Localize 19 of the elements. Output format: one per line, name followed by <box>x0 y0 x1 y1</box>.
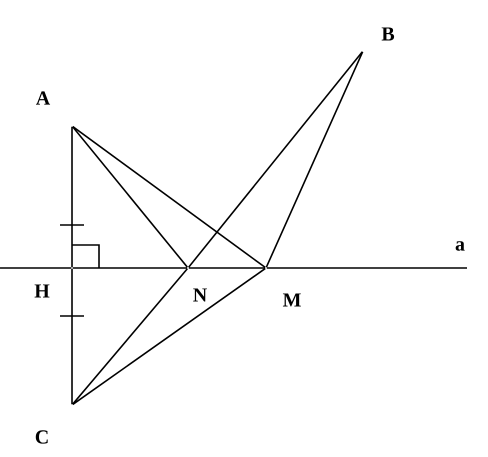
point-label: M <box>282 293 301 307</box>
line-segment <box>71 268 73 404</box>
point-label: A <box>36 91 50 105</box>
line-segment <box>72 126 266 268</box>
point-label: B <box>382 27 394 41</box>
line-segment <box>0 267 72 269</box>
line-segment <box>188 51 363 268</box>
line-segment <box>188 267 266 269</box>
line-segment <box>71 126 73 268</box>
point-label: H <box>34 284 50 298</box>
line-name: a <box>456 241 465 251</box>
line-segment <box>72 126 188 268</box>
line-segment <box>266 267 467 269</box>
point-label: N <box>193 288 207 302</box>
line-segment <box>72 268 188 405</box>
line-segment <box>266 51 364 268</box>
line-segment <box>72 268 266 406</box>
point-label: C <box>36 430 48 444</box>
line-segment <box>72 267 188 269</box>
